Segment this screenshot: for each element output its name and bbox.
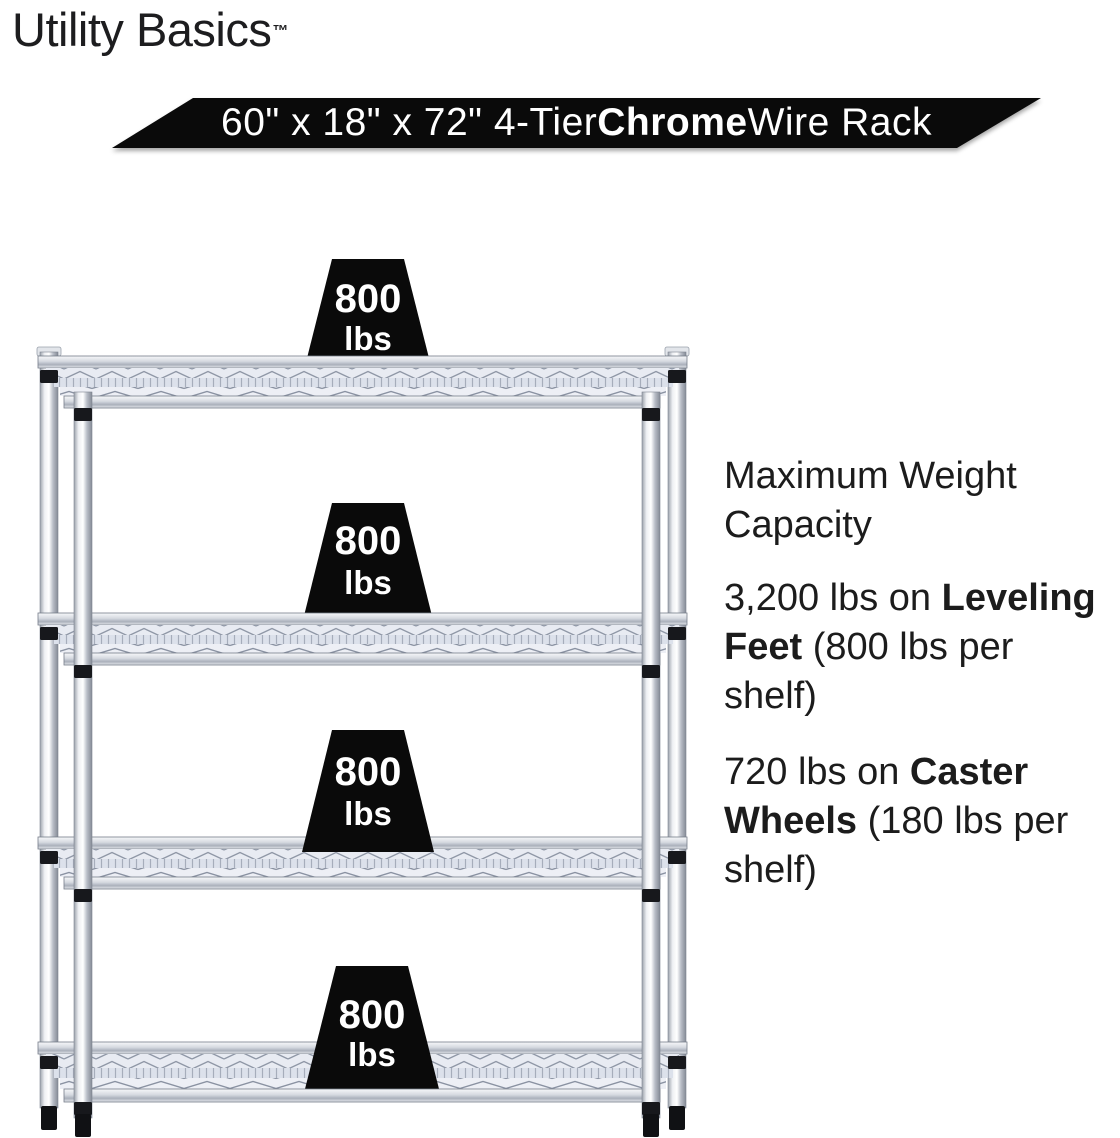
leveling-feet [41, 1106, 685, 1137]
back-left-post [39, 351, 59, 1109]
shelf-1 [37, 355, 688, 409]
weight-unit-label: lbs [344, 795, 392, 832]
front-left-post [73, 391, 93, 1119]
spec-leveling-bold: Leveling Feet [724, 577, 1096, 668]
leveling-foot [41, 1106, 57, 1130]
specs-heading: Maximum Weight Capacity [724, 455, 1017, 546]
spec-leveling-pre: 3,200 lbs on [724, 577, 942, 619]
leveling-foot [669, 1106, 685, 1130]
weight-tag-shape [306, 259, 430, 362]
weight-tag-4: 800 lbs [305, 966, 439, 1089]
title-banner: 60" x 18" x 72" 4-Tier Chrome Wire Rack [112, 98, 1041, 148]
spec-leveling-feet: 3,200 lbs on Leveling Feet (800 lbs per … [724, 574, 1116, 721]
weight-tag-shape [305, 966, 439, 1089]
weight-tag-shape [302, 730, 434, 852]
brand-logo: Utility Basics™ [12, 0, 288, 60]
trademark-symbol: ™ [272, 23, 288, 40]
front-posts [73, 391, 661, 1119]
brand-name: Utility Basics [12, 3, 272, 56]
weight-value-label: 800 [335, 750, 402, 794]
spec-leveling-post: (800 lbs per shelf) [724, 626, 1014, 717]
back-posts [36, 346, 690, 1109]
weight-value-label: 800 [335, 519, 402, 563]
weight-value-label: 800 [339, 993, 406, 1037]
leveling-foot [643, 1114, 659, 1137]
weight-unit-label: lbs [348, 1036, 396, 1073]
weight-value-label: 800 [335, 277, 402, 321]
banner-text-prefix: 60" x 18" x 72" 4-Tier [221, 101, 598, 144]
banner-text-suffix: Wire Rack [747, 101, 932, 144]
shelf-2 [37, 612, 688, 666]
banner-text-highlight: Chrome [597, 101, 748, 144]
weight-tag-2: 800 lbs [303, 503, 433, 620]
weight-tag-1: 800 lbs [306, 259, 430, 362]
weight-unit-label: lbs [344, 564, 392, 601]
back-right-post [667, 351, 687, 1109]
front-right-post [641, 391, 661, 1119]
leveling-foot [75, 1114, 91, 1137]
weight-tag-shape [303, 503, 433, 620]
spec-caster-wheels: 720 lbs on Caster Wheels (180 lbs per sh… [724, 748, 1116, 895]
shelf-front-rail [63, 1088, 661, 1103]
weight-tag-3: 800 lbs [302, 730, 434, 852]
title-banner-shape: 60" x 18" x 72" 4-Tier Chrome Wire Rack [112, 98, 1041, 148]
spec-casters-post: (180 lbs per shelf) [724, 800, 1069, 891]
spec-casters-pre: 720 lbs on [724, 751, 910, 793]
weight-unit-label: lbs [344, 320, 392, 357]
post-sleeves [40, 370, 686, 1115]
spec-casters-bold: Caster Wheels [724, 751, 1029, 842]
